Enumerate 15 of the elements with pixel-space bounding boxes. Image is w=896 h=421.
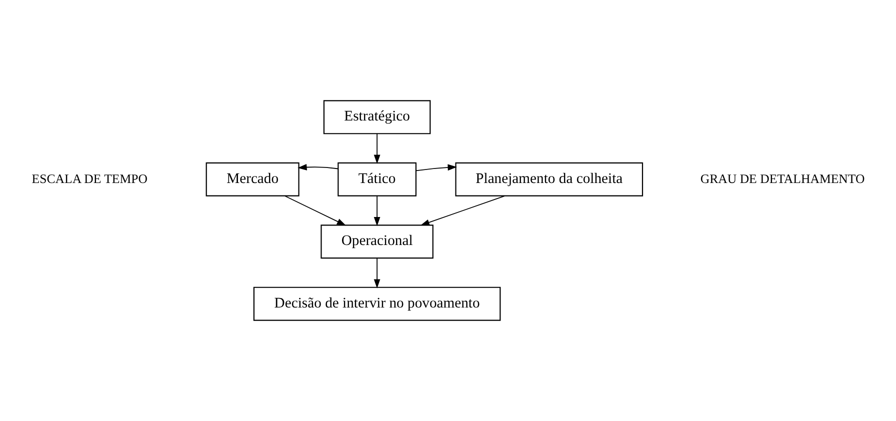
label: ESCALA DE TEMPO	[32, 172, 148, 186]
label: GRAU DE DETALHAMENTO	[700, 172, 865, 186]
arrow	[298, 164, 338, 170]
arrow	[374, 196, 380, 226]
node-box: Tático	[338, 162, 417, 196]
arrow	[374, 258, 380, 288]
node-box: Mercado	[206, 162, 300, 196]
arrow	[416, 164, 457, 172]
node-box: Operacional	[320, 224, 434, 259]
arrow	[284, 196, 346, 226]
arrow	[420, 196, 505, 226]
arrow	[374, 133, 380, 164]
node-box: Planejamento da colheita	[455, 162, 644, 196]
node-box: Decisão de intervir no povoamento	[253, 286, 501, 321]
node-box: Estratégico	[323, 100, 431, 134]
